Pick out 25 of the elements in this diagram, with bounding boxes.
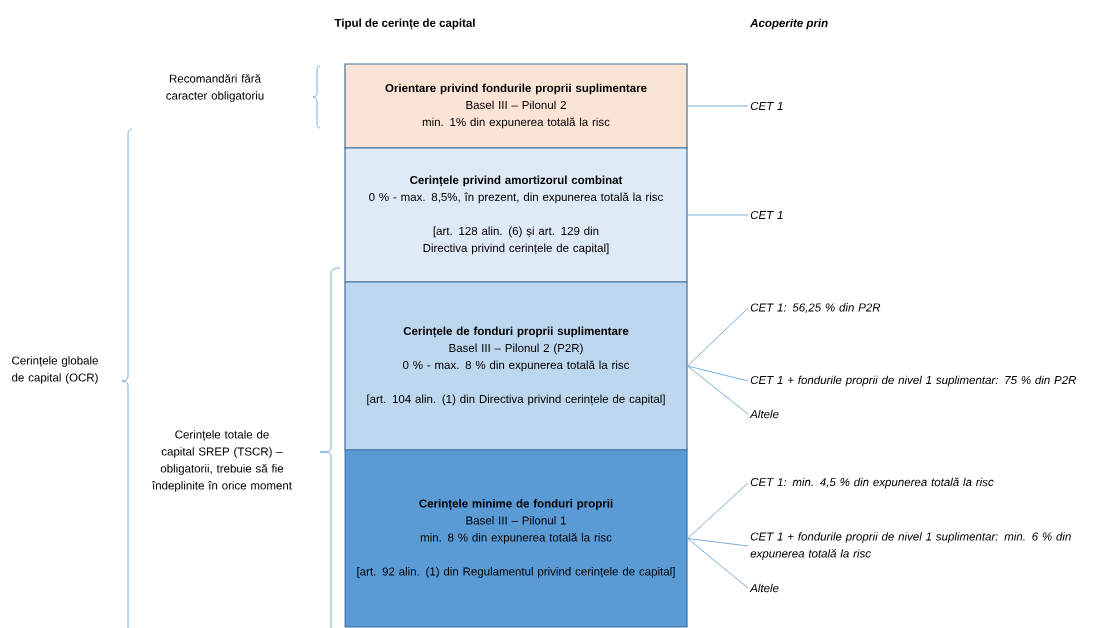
- leader-line: [687, 105, 749, 107]
- requirement-box: Cerințele de fonduri proprii suplimentare Basel III – Pilonul 2 (P2R) 0 % - max. 8 % din expunerea totală la risc [art. 104 alin. (1) din Directiva privind cerințele de capital]: [344, 281, 688, 451]
- leader-line: [687, 214, 749, 216]
- column-heading: Tipul de cerințe de capital: [334, 18, 475, 30]
- coverage-text: CET 1: [750, 210, 783, 220]
- requirement-box: Cerințele minime de fonduri proprii Basel III – Pilonul 1 min. 8 % din expunerea totală la risc [art. 92 alin. (1) din Regulamentul privind cerințele de capital]: [344, 449, 688, 628]
- leader-line: [687, 538, 749, 547]
- coverage-text: Altele: [749, 583, 779, 593]
- bracket-label: Cerințele globale de capital (OCR): [12, 356, 98, 384]
- coverage-text: CET 1 + fondurile proprii de nivel 1 suplimentar: 75 % din P2R: [750, 375, 1077, 387]
- bracket-label: Cerințele totale de capital SREP (TSCR) – obligatorii, trebuie să fie îndeplinite în orice moment: [151, 430, 292, 492]
- requirement-box: Orientare privind fondurile proprii suplimentare Basel III – Pilonul 2 min. 1% din expunerea totală la risc: [344, 63, 688, 149]
- requirement-box: Cerințele privind amortizorul combinat 0 % - max. 8,5%, în prezent, din expunerea totală la risc [art. 128 alin. (6) și art. 129 din Directiva privind cerințele de capital]: [344, 147, 688, 283]
- column-heading: Acoperite prin: [749, 18, 828, 30]
- coverage-text: CET 1: 56,25 % din P2R: [750, 303, 881, 313]
- leader-line: [687, 538, 749, 589]
- leader-line: [687, 365, 749, 382]
- coverage-text: CET 1 + fondurile proprii de nivel 1 suplimentar: min. 6 % din expunerea totală la risc: [750, 532, 1071, 560]
- leader-line: [687, 307, 749, 367]
- coverage-text: Altele: [749, 409, 779, 419]
- bracket-label: Recomandări fără caracter obligatoriu: [166, 74, 264, 102]
- leader-line: [687, 365, 749, 415]
- coverage-text: CET 1: min. 4,5 % din expunerea totală la risc: [750, 477, 994, 489]
- coverage-text: CET 1: [750, 101, 783, 111]
- leader-line: [687, 482, 749, 539]
